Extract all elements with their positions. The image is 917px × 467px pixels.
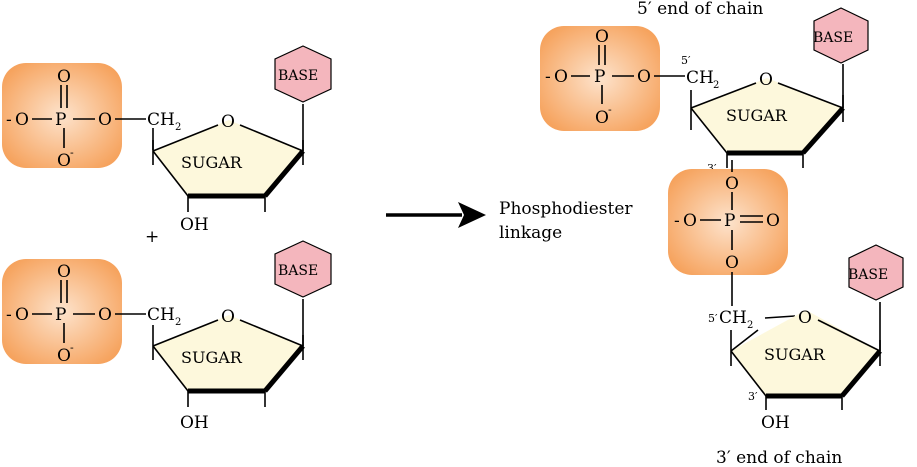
- sugar-ring: [153, 315, 303, 391]
- minus-sign: -: [674, 211, 680, 231]
- base-label: BASE: [278, 68, 318, 84]
- sugar-label: SUGAR: [726, 106, 788, 125]
- three-prime-marker: 3′: [707, 162, 717, 175]
- base-hexagon: [813, 7, 869, 64]
- oxygen-atom: O: [725, 253, 739, 273]
- hydroxyl-group: OH: [180, 215, 209, 235]
- ring-bond: [152, 319, 219, 347]
- ring-bond: [239, 319, 304, 347]
- minus-sign: -: [70, 341, 74, 354]
- base-label: BASE: [278, 263, 318, 279]
- five-prime-end-label: 5′ end of chain: [637, 0, 763, 19]
- minus-sign: -: [608, 103, 612, 116]
- oxygen-atom: O: [57, 262, 71, 282]
- ring-bond-bold: [263, 344, 305, 393]
- dinucleotide-top-unit: - O P O O - O 5′ CH 2 O SUGAR BASE 3′: [540, 7, 869, 175]
- oxygen-atom: O: [725, 174, 739, 194]
- sugar-ring: [691, 78, 843, 153]
- ring-bond: [817, 319, 881, 352]
- bond: [764, 315, 796, 319]
- ring-bond-bold: [801, 106, 845, 155]
- ring-bond: [152, 345, 189, 392]
- phosphorus-atom: P: [55, 110, 66, 130]
- ring-oxygen: O: [221, 307, 235, 327]
- oxygen-anion: O: [595, 108, 609, 128]
- sugar-label: SUGAR: [181, 348, 243, 367]
- sugar-ring: [153, 120, 303, 196]
- reaction-arrow: [386, 202, 486, 228]
- oxygen-atom: O: [637, 67, 651, 87]
- minus-sign: -: [6, 110, 12, 130]
- phosphate-group-box: [2, 63, 122, 168]
- linkage-label: linkage: [499, 223, 562, 243]
- oxygen-atom: O: [554, 67, 568, 87]
- ring-bond: [690, 82, 757, 109]
- phosphate-group-box: [668, 169, 788, 275]
- sugar-label: SUGAR: [764, 345, 826, 364]
- minus-sign: -: [6, 305, 12, 325]
- phosphate-group-box: [2, 259, 122, 364]
- base-hexagon: [274, 240, 332, 298]
- nucleotide-top-left: - O P O O - O CH 2 O SUGAR OH BASE: [2, 45, 332, 235]
- nucleotide-bottom-left: - O P O O - O CH 2 O SUGAR OH BASE: [2, 240, 332, 433]
- base-label: BASE: [848, 267, 888, 283]
- three-prime-marker: 3′: [748, 390, 758, 403]
- sugar-label: SUGAR: [181, 153, 243, 172]
- phosphorus-atom: P: [724, 211, 735, 231]
- ring-bond: [239, 124, 304, 152]
- ring-bond: [152, 150, 189, 197]
- phosphorus-atom: P: [55, 305, 66, 325]
- ring-oxygen: O: [221, 112, 235, 132]
- subscript: 2: [713, 80, 719, 91]
- oxygen-atom: O: [15, 110, 29, 130]
- hydroxyl-group: OH: [761, 413, 790, 433]
- ring-bond: [730, 350, 767, 397]
- plus-sign: +: [145, 227, 159, 247]
- oxygen-atom: O: [595, 27, 609, 47]
- dinucleotide-bottom-unit: 5′ CH 2 O SUGAR 3′ OH BASE: [708, 244, 904, 433]
- base-hexagon: [848, 244, 904, 301]
- ring-oxygen: O: [798, 308, 812, 328]
- subscript: 2: [175, 317, 181, 328]
- base-hexagon: [274, 45, 332, 103]
- phosphate-group-box: [540, 26, 660, 131]
- ring-oxygen: O: [759, 70, 773, 90]
- ring-bond-bold: [263, 149, 305, 198]
- phosphodiester-group: O - O P O O: [668, 160, 788, 306]
- oxygen-anion: O: [57, 346, 71, 366]
- ring-bond: [777, 82, 844, 109]
- ch2-group: CH: [719, 308, 747, 328]
- oxygen-anion: O: [683, 211, 697, 231]
- minus-sign: -: [545, 67, 551, 87]
- five-prime-marker: 5′: [708, 312, 718, 325]
- arrow-head-icon: [458, 202, 486, 228]
- subscript: 2: [747, 320, 753, 331]
- ring-bond: [690, 107, 728, 154]
- phosphorus-atom: P: [594, 67, 605, 87]
- ring-bond-bold: [840, 349, 882, 398]
- subscript: 2: [175, 122, 181, 133]
- phosphodiester-label: Phosphodiester: [499, 199, 633, 219]
- hydroxyl-group: OH: [180, 413, 209, 433]
- ring-bond: [152, 124, 219, 152]
- base-label: BASE: [813, 30, 853, 46]
- minus-sign: -: [70, 146, 74, 159]
- ring-bond: [730, 329, 759, 352]
- ch2-group: CH: [147, 305, 175, 325]
- five-prime-marker: 5′: [681, 54, 691, 67]
- oxygen-atom: O: [98, 110, 112, 130]
- ch2-group: CH: [686, 68, 714, 88]
- oxygen-atom: O: [766, 211, 780, 231]
- oxygen-atom: O: [98, 305, 112, 325]
- three-prime-end-label: 3′ end of chain: [716, 448, 842, 467]
- oxygen-atom: O: [57, 67, 71, 87]
- oxygen-anion: O: [57, 151, 71, 171]
- oxygen-atom: O: [15, 305, 29, 325]
- ch2-group: CH: [147, 110, 175, 130]
